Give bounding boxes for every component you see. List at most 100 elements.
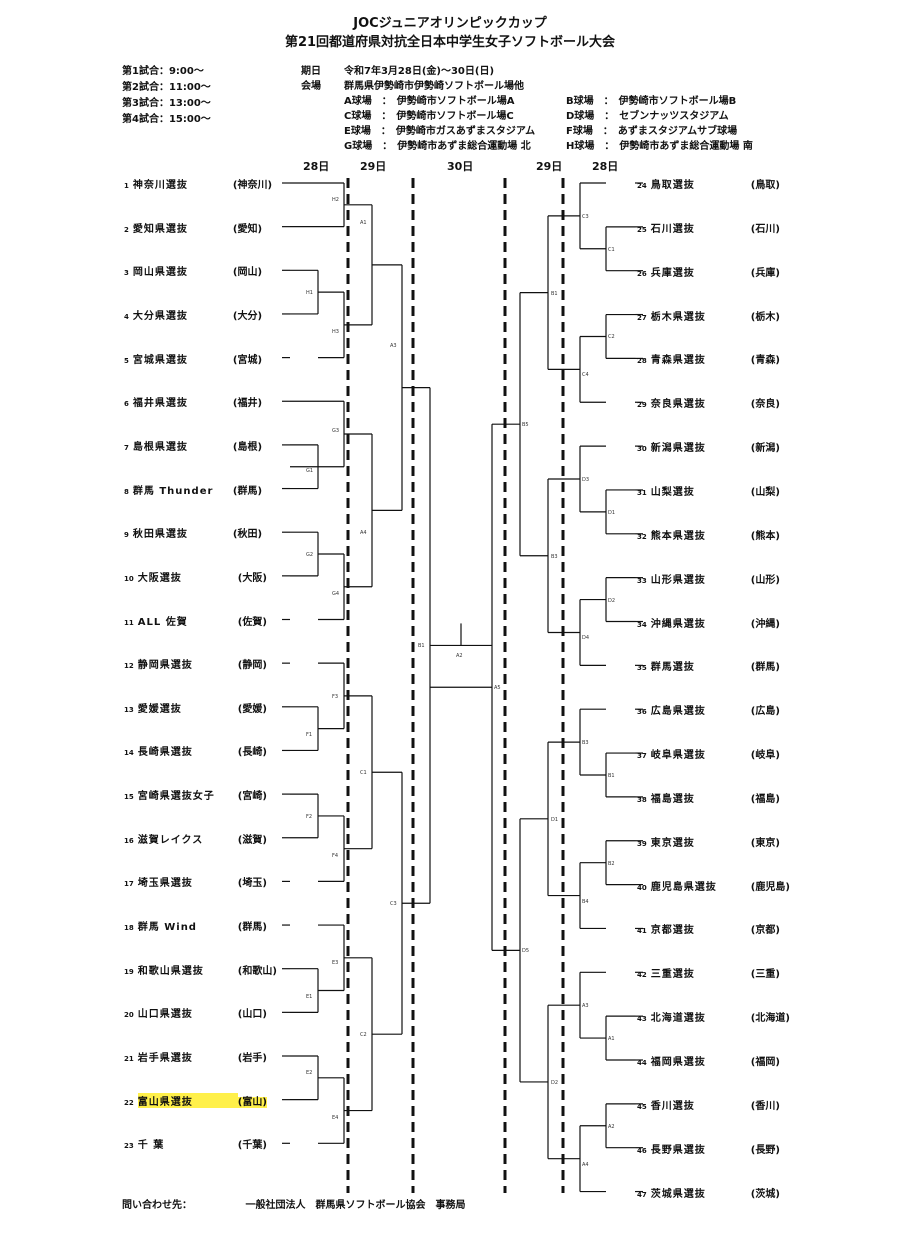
team-number: 31 [637,488,647,497]
team-prefecture: (富山) [237,1096,267,1108]
team-name: 愛知県選抜 [132,223,188,235]
team-number: 18 [124,924,134,933]
team-name: 大阪選抜 [137,572,182,584]
period-label: 期日 [301,66,321,77]
match-label-a2-right: A2 [608,1123,615,1130]
team-name: 石川選抜 [650,223,695,235]
match-label-d4-right: D4 [582,635,590,642]
team-prefecture: (山口) [237,1009,267,1021]
team-prefecture: (宮崎) [237,791,267,803]
schedule-2: 第2試合：11:00～ [122,82,211,93]
team-number: 21 [124,1055,134,1063]
team-prefecture: (長崎) [237,747,267,759]
match-label-c2: C2 [360,1032,367,1039]
team-number: 30 [637,445,647,454]
team-name: 鹿児島県選抜 [650,881,717,893]
match-label-b4-right: B4 [582,898,589,905]
team-number: 13 [124,705,134,714]
team-prefecture: (群馬) [232,485,263,497]
team-name: 富山県選抜 [137,1092,238,1108]
team-name: 愛媛選抜 [137,703,182,715]
team-name: 岐阜県選抜 [650,750,706,762]
team-number: 28 [637,357,647,366]
match-label-d3-right: D3 [582,476,590,483]
team-name: 東京選抜 [650,837,695,849]
team-number: 10 [124,574,134,583]
team-number: 8 [124,487,129,496]
team-name: 岡山県選抜 [132,267,188,279]
team-name: 静岡県選抜 [137,660,193,672]
team-name: 山梨選抜 [650,486,695,498]
tournament-title: 第21回都道府県対抗全日本中学生女子ソフトボール大会 [284,35,616,50]
match-label-c1: C1 [360,770,367,777]
team-number: 3 [124,269,129,278]
team-number: 40 [637,883,647,892]
team-number: 7 [124,443,129,452]
team-prefecture: (茨城) [750,1188,780,1200]
team-number: 44 [637,1059,647,1067]
field-d: D球場 ： セブンナッツスタジアム [566,111,729,122]
team-name: 青森県選抜 [650,355,706,367]
field-a: A球場 ： 伊勢崎市ソフトボール場A [344,96,515,107]
team-name: 埼玉県選抜 [137,878,193,890]
match-label-b3-right: B3 [551,553,558,560]
team-prefecture: (香川) [750,1100,780,1112]
team-name: 群馬 Wind [137,922,197,934]
team-prefecture: (京都) [750,925,780,937]
team-prefecture: (宮城) [232,354,263,366]
team-name: 山形県選抜 [650,574,706,586]
match-label-a4: A4 [360,530,367,537]
team-name: 北海道選抜 [650,1013,706,1025]
team-prefecture: (滋賀) [237,834,267,846]
team-prefecture: (沖縄) [750,618,780,630]
team-prefecture: (岡山) [232,267,263,279]
match-label-c3: C3 [390,901,397,908]
team-name: 奈良県選抜 [650,399,706,411]
match-label-b3-right-28: B3 [582,740,589,747]
day-label-right-28: 28日 [592,160,619,173]
team-prefecture: (岐阜) [750,750,780,762]
team-number: 4 [124,312,129,321]
match-label-c1-right: C1 [608,246,615,253]
team-number: 2 [124,225,129,234]
team-prefecture: (群馬) [237,922,267,934]
match-label-d2-right-29: D2 [551,1079,559,1086]
team-name: 山口県選抜 [137,1009,193,1021]
match-label-h2: H2 [332,196,339,203]
team-name: 和歌山県選抜 [137,965,204,977]
match-label-e3: E3 [332,959,339,966]
team-name: 香川選抜 [650,1100,695,1112]
team-number: 33 [637,576,647,585]
field-f: F球場 ： あずまスタジアムサブ球場 [566,126,738,137]
team-name: 長野県選抜 [650,1144,706,1156]
match-label-b1-right-28: B1 [608,772,615,779]
field-list-left: A球場 ： 伊勢崎市ソフトボール場A C球場 ： 伊勢崎市ソフトボール場C E球… [344,94,535,154]
match-label-g1: G1 [306,467,314,474]
team-name: 福岡県選抜 [650,1057,706,1068]
match-label-g2: G2 [306,552,314,559]
team-number: 6 [124,400,129,409]
team-number: 1 [124,182,129,190]
day-label-left-28: 28日 [303,160,330,173]
venue-label: 会場 [301,81,321,92]
